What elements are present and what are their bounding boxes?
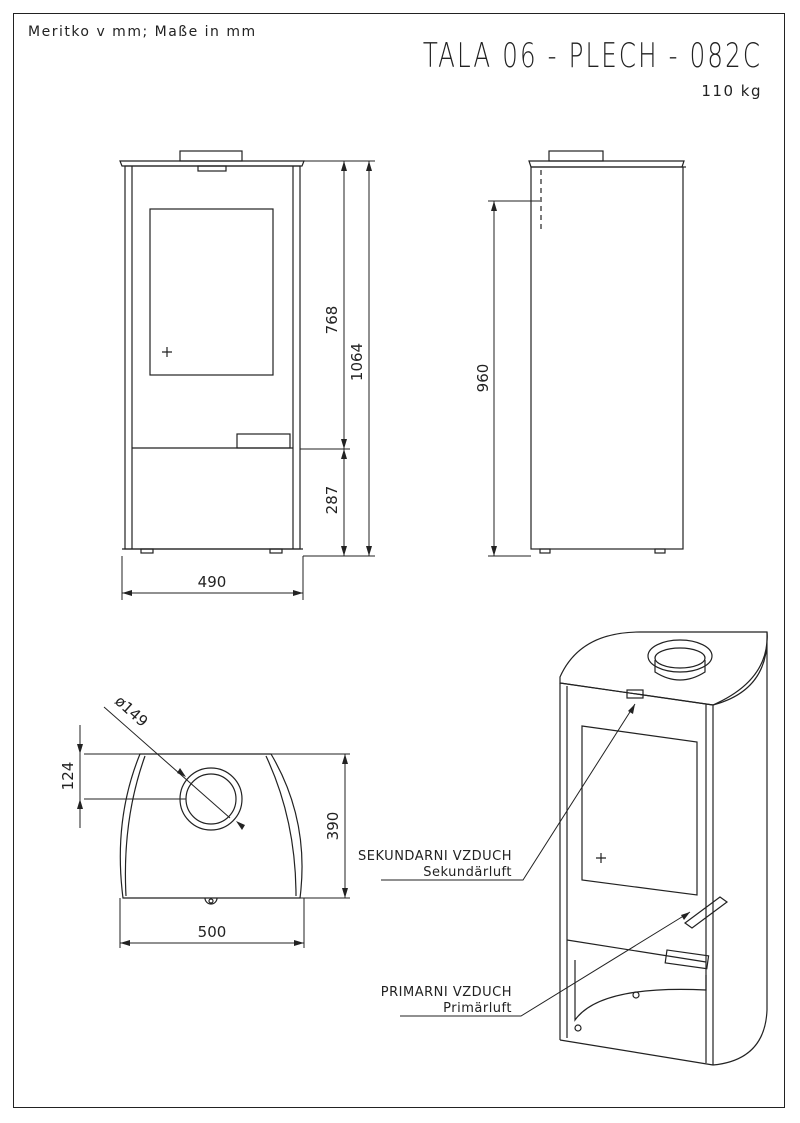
- side-foot-left: [539, 548, 551, 554]
- scale-note: Meritko v mm; Maße in mm: [28, 24, 257, 40]
- front-view: [119, 150, 305, 554]
- flue-outlet-outer: [179, 767, 243, 831]
- front-flue-collar: [179, 150, 243, 162]
- dim-flue-height: 960: [474, 364, 492, 393]
- leaders: [381, 703, 691, 1017]
- iso-air-slot: [626, 689, 644, 699]
- dim-top-depth: 390: [324, 812, 342, 841]
- dim-top-width: 500: [198, 923, 227, 941]
- front-body: [124, 165, 301, 550]
- iso-flue-collar-outer: [647, 639, 713, 673]
- iso-ash-lever: [664, 949, 710, 970]
- top-contour-left: [124, 755, 146, 897]
- front-dimensions: [121, 160, 375, 600]
- iso-door-glass: [581, 725, 698, 896]
- secondary-air-leader: [381, 703, 636, 881]
- dim-flue-diameter: ø149: [111, 692, 151, 731]
- primary-air-leader: [400, 911, 691, 1017]
- dim-flue-offset: 124: [59, 762, 77, 791]
- top-contour-right: [265, 755, 297, 897]
- front-top-plate: [119, 160, 305, 167]
- dim-total-height: 1064: [348, 343, 366, 381]
- side-flue-collar: [548, 150, 604, 162]
- front-foot-right: [269, 548, 283, 554]
- iso-ashpit: [574, 960, 707, 1022]
- label-primary-air-de: Primärluft: [443, 1001, 512, 1016]
- isometric-view: [559, 631, 768, 1066]
- label-secondary-air-de: Sekundärluft: [423, 865, 512, 880]
- top-view: [119, 753, 303, 905]
- iso-door-bottom: [566, 939, 707, 963]
- iso-flue-collar-inner: [654, 647, 706, 669]
- side-view: [528, 150, 686, 554]
- drawing-frame: [13, 13, 785, 1108]
- side-foot-right: [654, 548, 666, 554]
- label-secondary-air-cz: SEKUNDARNI VZDUCH: [358, 849, 512, 864]
- side-body: [530, 166, 684, 550]
- side-top-plate: [528, 160, 685, 168]
- dim-base-height: 287: [323, 486, 341, 515]
- stove-weight: 110 kg: [701, 82, 762, 100]
- iso-top-plate: [559, 631, 768, 706]
- dim-front-width: 490: [198, 573, 227, 591]
- ash-lever: [236, 433, 291, 449]
- side-dimensions: [488, 200, 540, 557]
- front-foot-left: [140, 548, 154, 554]
- iso-brand-badge: [683, 896, 729, 929]
- label-primary-air-cz: PRIMARNI VZDUCH: [381, 985, 512, 1000]
- top-dimensions: [79, 706, 350, 948]
- dim-door-height: 768: [323, 306, 341, 335]
- top-handle: [204, 897, 218, 905]
- drawing-title: TALA 06 - PLECH - 082C: [422, 36, 762, 76]
- front-arrowheads: [122, 161, 372, 596]
- door-glass: [149, 208, 274, 376]
- iso-door-handle: [596, 853, 606, 863]
- secondary-air-slot: [197, 165, 227, 172]
- door-handle-icon: [162, 347, 172, 357]
